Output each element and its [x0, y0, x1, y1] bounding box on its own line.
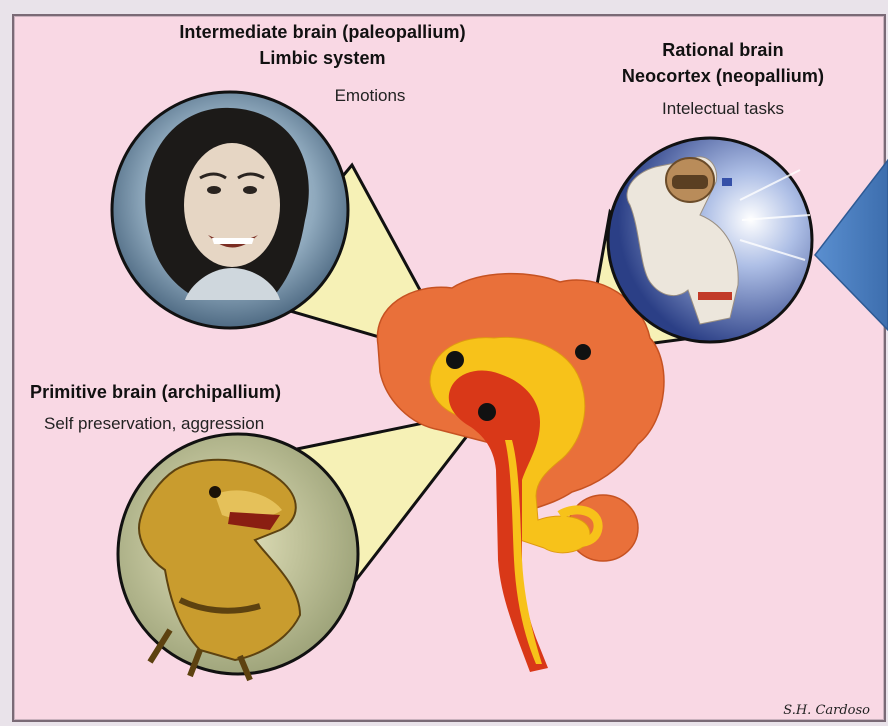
primitive-brain-title: Primitive brain (archipallium): [30, 382, 360, 403]
primitive-pointer-dot: [478, 403, 496, 421]
limbic-system-subtitle: Limbic system: [140, 48, 505, 69]
emotions-portrait: [112, 92, 348, 328]
intellectual-portrait: [608, 138, 812, 342]
author-signature: S.H. Cardoso: [783, 703, 870, 718]
neocortex-pointer-dot: [575, 344, 591, 360]
rational-brain-title: Rational brain: [588, 40, 858, 61]
self-preservation-label: Self preservation, aggression: [44, 414, 344, 434]
limbic-pointer-dot: [446, 351, 464, 369]
intellectual-tasks-label: Intelectual tasks: [628, 99, 818, 119]
neocortex-subtitle: Neocortex (neopallium): [588, 66, 858, 87]
intermediate-brain-title: Intermediate brain (paleopallium): [140, 22, 505, 43]
emotions-label: Emotions: [300, 86, 440, 106]
primitive-portrait: [118, 434, 358, 680]
blue-arrow-shape: [815, 160, 888, 330]
